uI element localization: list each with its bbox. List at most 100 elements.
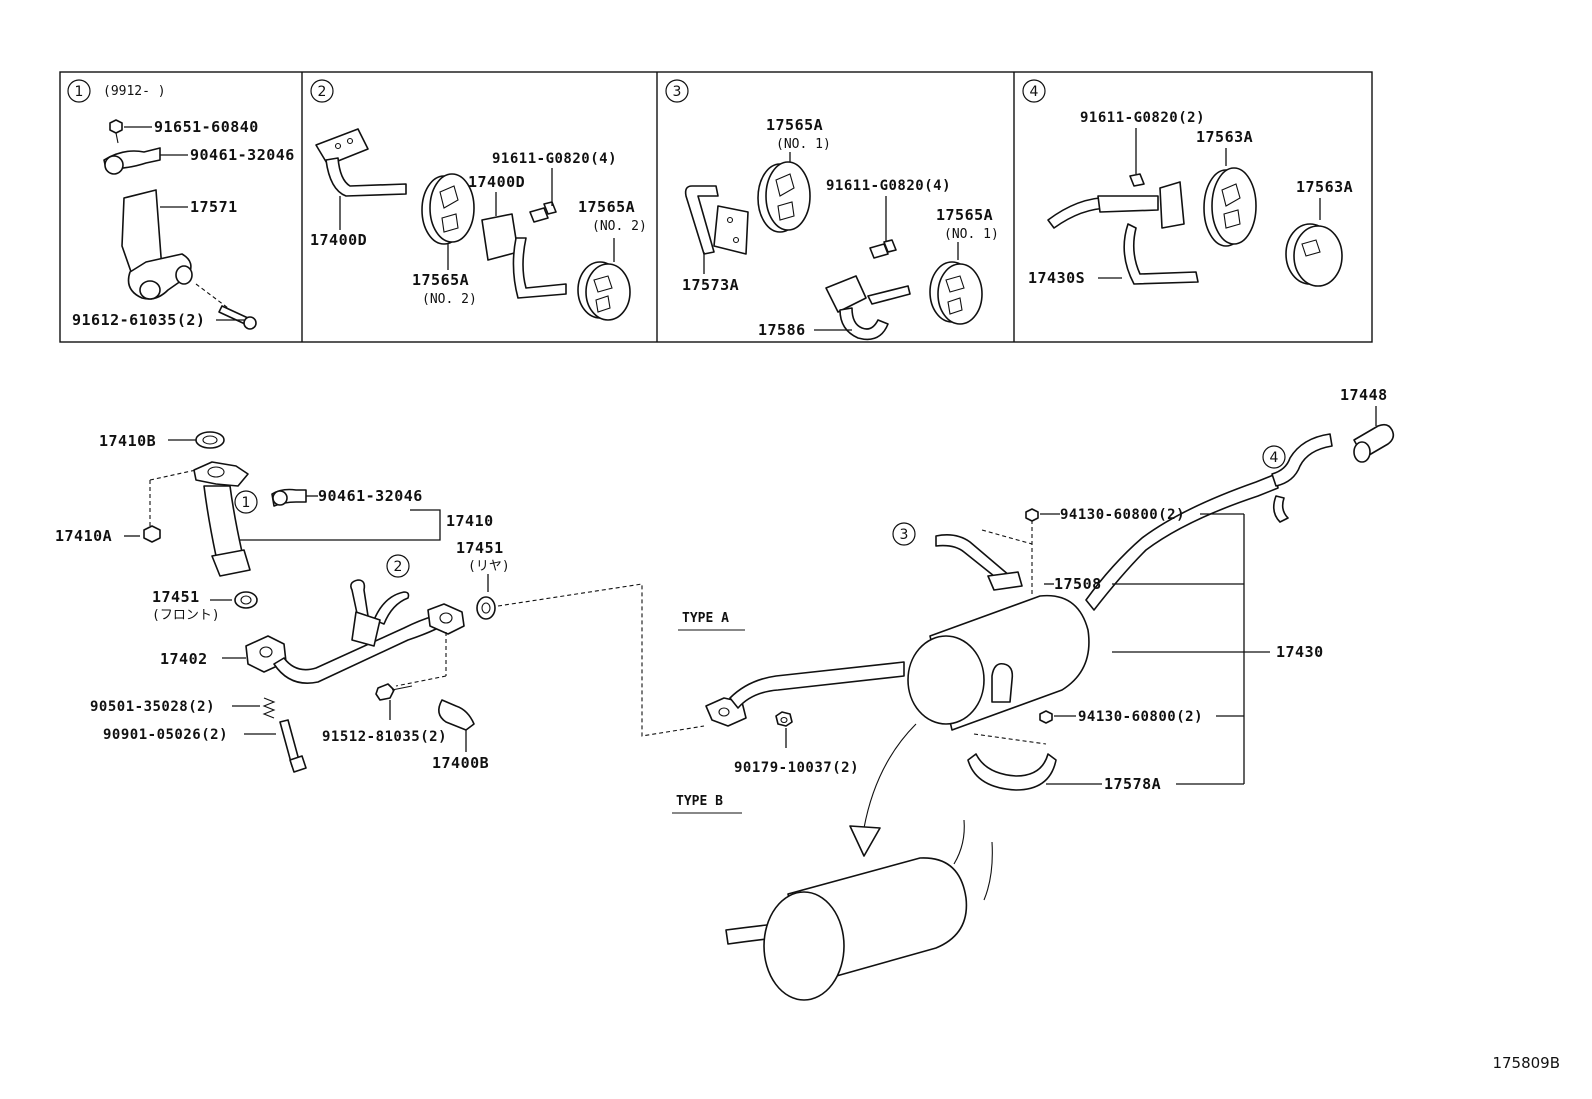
- label-17508: 17508: [1054, 575, 1102, 593]
- hanger-17430S-icon: [1047, 181, 1199, 285]
- gasket-17451-front-icon: [234, 591, 258, 609]
- inset-4-number: 4: [1030, 84, 1039, 100]
- bolt-91612-icon: [218, 305, 257, 330]
- label-17402: 17402: [160, 650, 208, 668]
- gaskets-17451: 17451 (フロント) 17451 (リヤ): [152, 539, 510, 623]
- callout-3-number: 3: [900, 527, 909, 543]
- label-17451-front: 17451: [152, 588, 200, 606]
- label-17565A-lower-sub: (NO. 1): [944, 227, 999, 242]
- inset-3-number: 3: [673, 84, 682, 100]
- label-17565A-right-sub: (NO. 2): [592, 219, 647, 234]
- bracket-17400B-icon: [438, 699, 475, 731]
- inset-3: 3 17565A (NO. 1) 17573A 91611-G0820(4) 1: [665, 79, 999, 341]
- callout-2-circle: [386, 554, 410, 578]
- clamp-90461-icon: [103, 147, 161, 175]
- label-91651-60840: 91651-60840: [154, 118, 259, 136]
- bolt-91611-inset4-icon: [1129, 173, 1145, 187]
- label-91612-61035: 91612-61035(2): [72, 311, 205, 329]
- label-91611-G0820-inset3: 91611-G0820(4): [826, 178, 951, 194]
- label-17400B: 17400B: [432, 754, 489, 772]
- inset-2-number-circle: [310, 79, 334, 103]
- gasket-17410B-icon: [195, 431, 225, 449]
- label-17400D-left: 17400D: [310, 231, 367, 249]
- callout-3-circle: [892, 522, 916, 546]
- front-pipe-assembly: 17410B 17410A 1 90461-32046 17410: [55, 431, 494, 577]
- nut-94130-lower-icon: [1039, 710, 1053, 724]
- intermediate-pipe-assembly: 2 17402 90501-35028(2) 90901-05026(2): [90, 554, 705, 773]
- label-17451-rear: 17451: [456, 539, 504, 557]
- label-17451-front-sub: (フロント): [152, 608, 220, 623]
- label-94130-60800-upper: 94130-60800(2): [1060, 507, 1185, 523]
- callout-1-circle: [234, 490, 258, 514]
- rubber-mount-17565A-lower-icon: [929, 261, 983, 325]
- rubber-mount-17565A-right-icon: [577, 261, 631, 321]
- muffler-17430-icon: [705, 433, 1333, 731]
- label-17578A: 17578A: [1104, 775, 1161, 793]
- label-17573A: 17573A: [682, 276, 739, 294]
- inset-3-number-circle: [665, 79, 689, 103]
- label-90901-05026: 90901-05026(2): [103, 727, 228, 743]
- inset-panels: [59, 71, 1373, 343]
- bolt-91651-icon: [109, 119, 123, 144]
- type-b-muffler: [725, 723, 993, 1001]
- label-90461-32046-main: 90461-32046: [318, 487, 423, 505]
- label-17563A-top: 17563A: [1196, 128, 1253, 146]
- label-17410: 17410: [446, 512, 494, 530]
- label-94130-60800-lower: 94130-60800(2): [1078, 709, 1203, 725]
- label-type-b: TYPE B: [676, 794, 723, 809]
- tail-tip-17448-icon: [1353, 423, 1395, 463]
- inset-2-number: 2: [318, 84, 327, 100]
- diagram-id: 175809B: [1492, 1054, 1560, 1072]
- label-17451-rear-sub: (リヤ): [468, 559, 510, 574]
- inset-1: 1 (9912- ) 91651-60840 90461-32046 17571: [67, 79, 295, 330]
- callout-4-number: 4: [1270, 450, 1279, 466]
- label-17430S: 17430S: [1028, 269, 1085, 287]
- bolt-91611-inset2-icon: [529, 201, 557, 223]
- label-91512-81035: 91512-81035(2): [322, 729, 447, 745]
- rubber-mount-17565A-left-icon: [421, 173, 475, 245]
- bolt-91611-inset3-icon: [869, 239, 897, 259]
- rubber-mount-17563A-top-icon: [1203, 167, 1257, 247]
- rubber-mount-17565A-top-icon: [757, 161, 811, 233]
- bracket-17586-icon: [825, 275, 911, 341]
- label-17565A-left-sub: (NO. 2): [422, 292, 477, 307]
- hanger-17573A-icon: [684, 185, 749, 255]
- spring-90501-icon: [262, 697, 276, 719]
- label-17410A: 17410A: [55, 527, 112, 545]
- heat-shield-17578A-icon: [967, 753, 1057, 791]
- label-90501-35028: 90501-35028(2): [90, 699, 215, 715]
- bolt-91512-icon: [375, 683, 413, 701]
- label-17430: 17430: [1276, 643, 1324, 661]
- inset-4: 4 91611-G0820(2) 17563A 17563A: [1022, 79, 1353, 287]
- label-17571: 17571: [190, 198, 238, 216]
- inset-4-number-circle: [1022, 79, 1046, 103]
- hanger-callout4-icon: [1272, 495, 1289, 523]
- hanger-17400D-right-icon: [481, 213, 567, 299]
- pipe-17402-icon: [245, 579, 465, 684]
- label-17565A-right: 17565A: [578, 198, 635, 216]
- label-17565A-top: 17565A: [766, 116, 823, 134]
- label-17565A-top-sub: (NO. 1): [776, 137, 831, 152]
- front-pipe-17410-icon: [193, 461, 251, 577]
- hanger-17400D-left-icon: [315, 128, 407, 197]
- label-17400D-right: 17400D: [468, 173, 525, 191]
- label-91611-G0820-inset2: 91611-G0820(4): [492, 151, 617, 167]
- callout-4-circle: [1262, 445, 1286, 469]
- label-17565A-lower: 17565A: [936, 206, 993, 224]
- bolt-90901-icon: [279, 719, 307, 773]
- hanger-17508-icon: [935, 534, 1023, 591]
- label-17565A-left: 17565A: [412, 271, 469, 289]
- label-type-a: TYPE A: [682, 611, 729, 626]
- nut-17410A-icon: [143, 525, 161, 543]
- inset-1-note: (9912- ): [103, 84, 166, 99]
- label-17586: 17586: [758, 321, 806, 339]
- washer-90179-icon: [775, 711, 793, 727]
- nut-94130-upper-icon: [1025, 508, 1039, 522]
- label-90461-32046-inset: 90461-32046: [190, 146, 295, 164]
- rubber-mount-17563A-right-icon: [1285, 223, 1343, 287]
- label-17410B: 17410B: [99, 432, 156, 450]
- label-91611-G0820-inset4: 91611-G0820(2): [1080, 110, 1205, 126]
- type-labels: TYPE A TYPE B: [672, 611, 745, 814]
- callout-2-number: 2: [394, 559, 403, 575]
